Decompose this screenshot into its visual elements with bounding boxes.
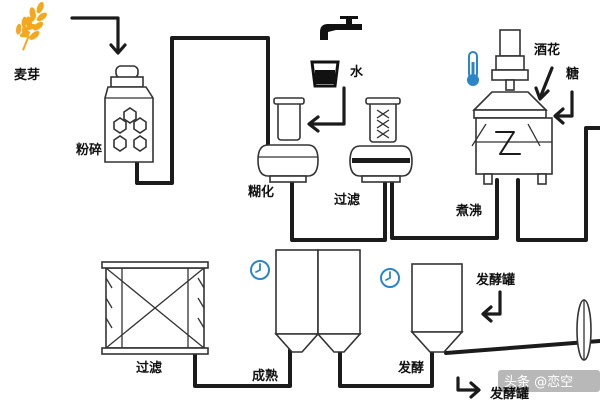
arrow-sugar-to-kettle	[553, 90, 574, 125]
plate-filter	[101, 261, 209, 355]
pipe-mature-to-ferment	[338, 348, 434, 388]
pipe-crusher-to-mash	[135, 36, 270, 185]
arrow-malt-to-crusher	[70, 16, 127, 55]
pipe-network	[135, 36, 600, 388]
pipe-filter-to-boil	[390, 178, 499, 240]
mash-tun	[257, 97, 319, 183]
label-ferment: 发酵	[397, 360, 424, 376]
pipe-ferment-out	[444, 339, 600, 355]
label-mature: 成熟	[252, 368, 278, 384]
crusher-machine	[104, 65, 154, 163]
label-mash: 糊化	[248, 184, 274, 200]
boil-kettle	[471, 29, 553, 185]
arrow-water-to-mash	[307, 86, 346, 133]
label-sugar: 糖	[566, 66, 579, 82]
label-crush: 粉碎	[76, 142, 102, 158]
pipe-mash-to-filter	[290, 180, 387, 242]
faucet-icon	[320, 16, 362, 40]
pipe-filter-to-mature	[193, 338, 292, 388]
label-malt: 麦芽	[14, 67, 40, 83]
fermentation-tank	[410, 263, 464, 353]
maturation-tank	[274, 249, 320, 353]
arrow-hops-to-kettle	[534, 66, 554, 101]
label-filter-bottom: 过滤	[136, 360, 162, 376]
clock-icon	[380, 268, 400, 288]
cup-icon	[310, 60, 340, 88]
label-filter-top: 过滤	[334, 192, 360, 208]
clock-icon	[250, 260, 270, 280]
label-water: 水	[350, 64, 364, 80]
arrow-ferment-tank	[481, 290, 502, 323]
label-ferment-tank-bottom: 发酵罐	[489, 386, 529, 400]
lauter-tun	[349, 97, 413, 183]
label-ferment-tank: 发酵罐	[475, 272, 515, 288]
watermark: 头条 @恋空	[498, 370, 600, 392]
maturation-tank	[316, 249, 362, 353]
label-hops: 酒花	[534, 42, 560, 58]
watermark-text: 头条 @恋空	[504, 374, 573, 390]
wheat-icon	[16, 1, 47, 51]
pipe-boil-outlet	[516, 126, 600, 242]
thermometer-icon	[467, 51, 479, 86]
fan-icon	[576, 299, 592, 361]
label-boil: 煮沸	[455, 203, 482, 219]
arrow-ferment-out	[456, 376, 481, 399]
